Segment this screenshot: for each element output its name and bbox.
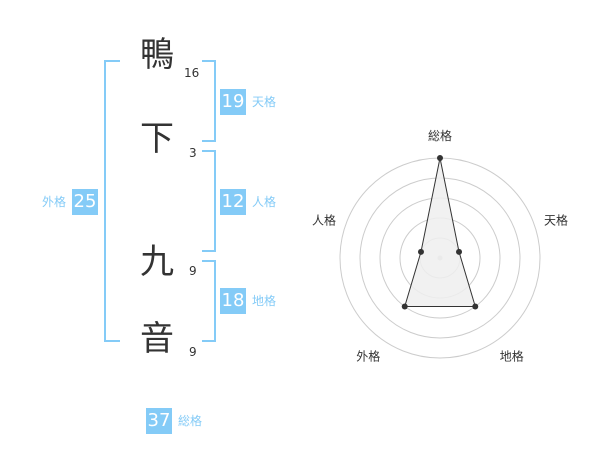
gaikaku-bracket <box>104 60 120 342</box>
radar-axis-label-5: 人格 <box>312 212 336 227</box>
radar-point-4 <box>401 303 408 310</box>
jinkaku-bracket <box>202 150 216 252</box>
jinkaku-value: 12 <box>220 189 246 215</box>
chikaku-value: 18 <box>220 288 246 314</box>
radar-axis-label-4: 外格 <box>356 349 380 364</box>
jinkaku-label: 人格 <box>252 195 277 209</box>
radar-point-3 <box>472 303 479 310</box>
gaikaku-value: 25 <box>72 189 98 215</box>
chikaku-label: 地格 <box>252 294 277 308</box>
gaikaku-label: 外格 <box>42 195 67 209</box>
stroke-count-1: 16 <box>184 66 200 80</box>
radar-axis-label-1: 総格 <box>428 128 452 143</box>
name-char-3: 九 <box>140 242 174 282</box>
radar-point-2 <box>456 248 463 255</box>
tenkaku-label: 天格 <box>252 95 277 109</box>
soukaku-label: 総格 <box>178 414 203 428</box>
radar-series-area <box>404 157 476 308</box>
stroke-count-3: 9 <box>189 264 197 278</box>
stroke-count-4: 9 <box>189 345 197 359</box>
name-char-2: 下 <box>140 119 174 159</box>
radar-axis-label-3: 地格 <box>500 349 524 364</box>
tenkaku-value: 19 <box>220 89 246 115</box>
radar-point-1 <box>437 155 443 161</box>
soukaku-value: 37 <box>146 408 172 434</box>
radar-point-5 <box>417 248 424 255</box>
tenkaku-bracket <box>202 60 216 142</box>
radar-axis-label-2: 天格 <box>544 212 568 227</box>
chikaku-bracket <box>202 260 216 342</box>
name-char-1: 鴨 <box>140 35 174 75</box>
name-char-4: 音 <box>140 319 174 359</box>
stroke-count-2: 3 <box>189 146 197 160</box>
